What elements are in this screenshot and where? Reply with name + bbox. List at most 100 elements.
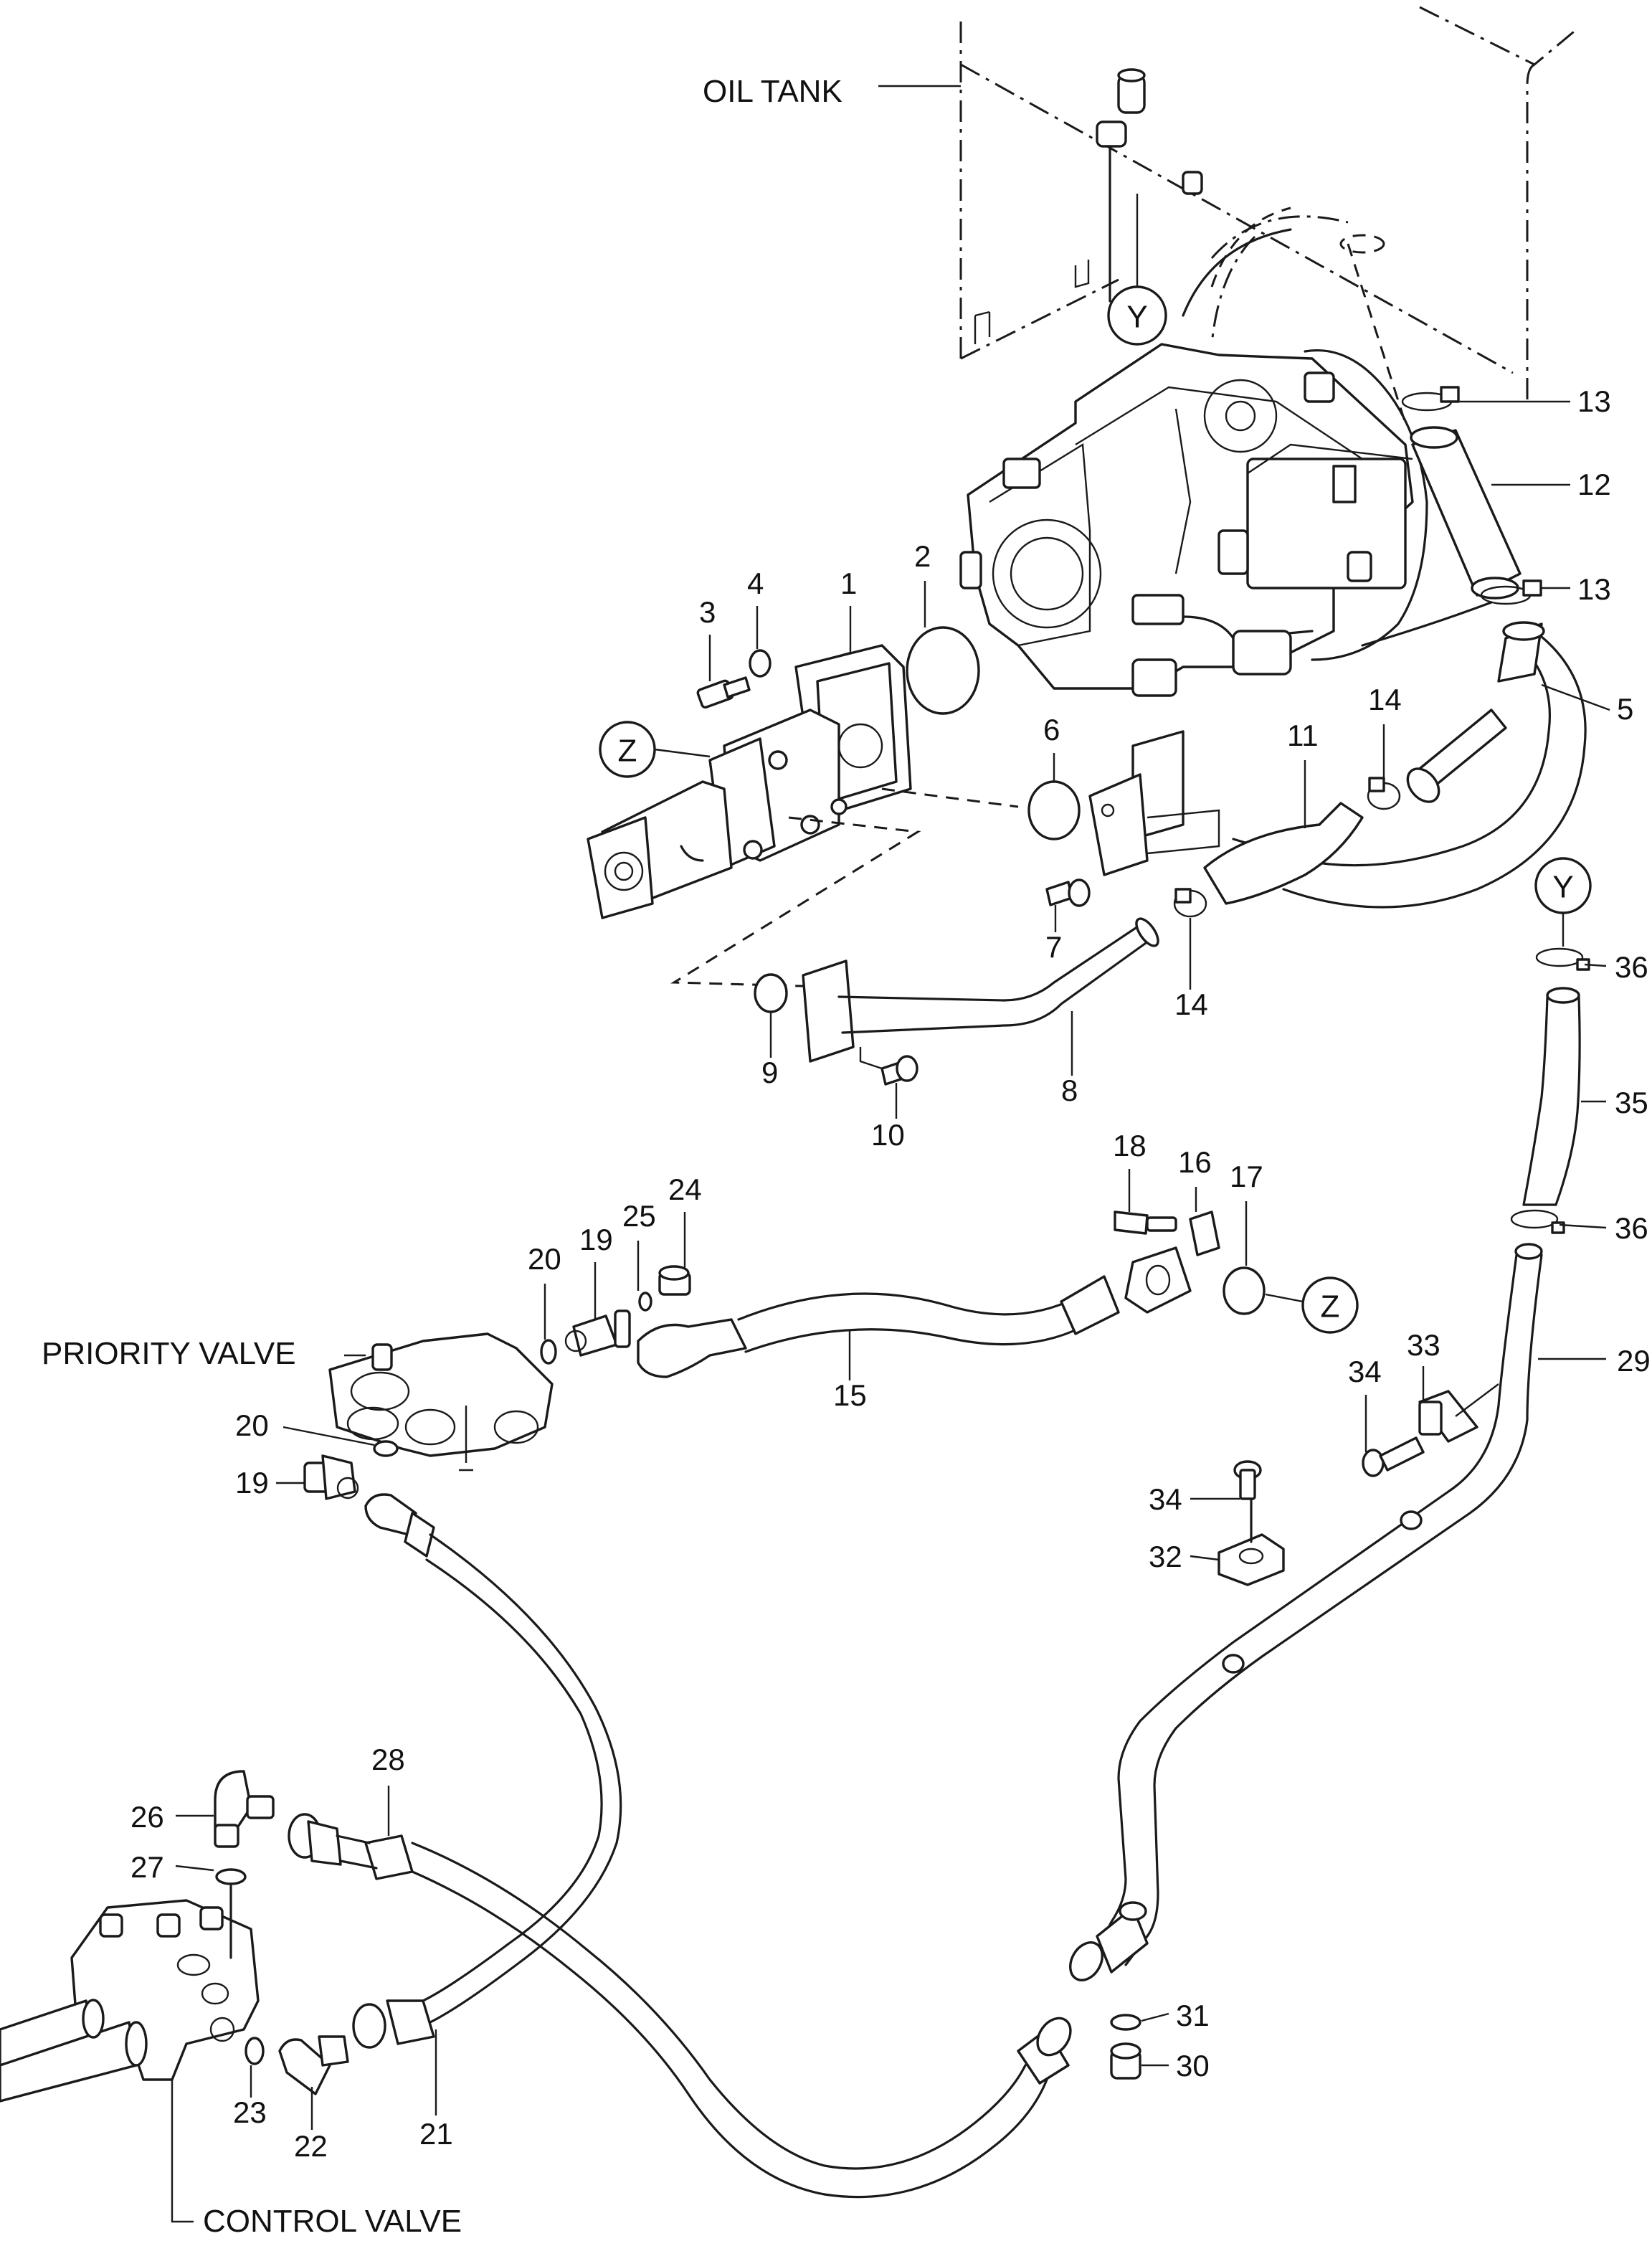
hose-35	[1522, 987, 1581, 1206]
ref-marker-z-right: Z	[1265, 1276, 1359, 1334]
part-number-3: 3	[699, 595, 716, 629]
part-number-31: 31	[1176, 1999, 1210, 2032]
part-number-28: 28	[371, 1743, 405, 1776]
part-number-13-upper: 13	[1577, 384, 1611, 418]
part-number-5: 5	[1617, 692, 1633, 726]
part-number-13-lower: 13	[1577, 572, 1611, 606]
return-pipe-29	[1069, 1243, 1543, 1981]
o-ring-6	[1027, 780, 1081, 840]
part-number-33: 33	[1407, 1328, 1440, 1362]
ref-marker-z-left: Z	[599, 721, 711, 778]
o-ring-31	[1110, 2014, 1141, 2031]
part-number-14-upper: 14	[1368, 683, 1402, 716]
hose-clamp-13-upper	[1401, 386, 1460, 412]
part-number-26: 26	[130, 1800, 164, 1834]
ref-marker-y-right-label: Y	[1552, 870, 1573, 905]
part-number-21: 21	[419, 2117, 453, 2151]
part-callouts: 1 2 3 4 5 6 7 8 9 10 11 12 13 13 14 14 1	[130, 384, 1651, 2163]
part-number-34-upper: 34	[1149, 1482, 1182, 1516]
part-number-11: 11	[1287, 719, 1319, 752]
o-ring-17	[1223, 1266, 1266, 1315]
o-ring-20-upper	[540, 1339, 557, 1365]
caption-oil-tank: OIL TANK	[703, 74, 961, 109]
ref-marker-y-top: Y	[1107, 194, 1167, 346]
part-number-25: 25	[622, 1199, 656, 1233]
main-pump-housing	[959, 207, 1493, 697]
pipe-clamp-32	[1217, 1490, 1285, 1586]
o-ring-25	[638, 1292, 652, 1312]
washer-4	[749, 649, 772, 678]
part-number-6: 6	[1043, 713, 1060, 747]
o-ring-9	[754, 973, 788, 1013]
part-number-8: 8	[1061, 1074, 1078, 1107]
part-number-35: 35	[1615, 1086, 1648, 1119]
part-number-34-lower: 34	[1348, 1355, 1382, 1388]
hose-clamp-13-lower	[1480, 579, 1542, 605]
suction-flange-bracket	[1088, 730, 1220, 876]
plug-24	[658, 1265, 691, 1296]
bolt-3	[696, 676, 751, 709]
part-number-17: 17	[1230, 1160, 1263, 1193]
o-ring-23	[245, 2037, 265, 2065]
suction-pipe-8	[802, 917, 1159, 1070]
part-number-16: 16	[1178, 1145, 1212, 1179]
ref-marker-z-left-label: Z	[618, 734, 637, 769]
part-number-14-lower: 14	[1174, 987, 1208, 1021]
part-number-20-lower: 20	[235, 1408, 269, 1442]
part-number-36-upper: 36	[1615, 950, 1648, 984]
gear-pump-assembly	[587, 644, 1019, 987]
hose-clamp-36-lower	[1510, 1209, 1565, 1234]
elbow-fitting-26	[214, 1770, 275, 1848]
part-number-18: 18	[1113, 1129, 1147, 1162]
elbow-fitting-19-upper	[564, 1309, 631, 1357]
hose-clamp-36-upper	[1535, 947, 1590, 971]
caption-control-valve: CONTROL VALVE	[171, 2080, 462, 2239]
pipe-clamp-33	[1418, 1390, 1478, 1443]
hose-clamp-14-upper	[1367, 777, 1401, 810]
ref-marker-y-right: Y	[1534, 857, 1592, 947]
part-number-20-upper: 20	[528, 1242, 561, 1276]
oil-tank-outline	[959, 6, 1578, 402]
bolt-7	[1045, 878, 1091, 907]
o-ring-20-lower	[373, 1440, 399, 1457]
ref-marker-y-top-label: Y	[1126, 300, 1147, 335]
part-number-1: 1	[840, 567, 857, 600]
control-valve-label: CONTROL VALVE	[203, 2204, 462, 2239]
part-number-29: 29	[1617, 1344, 1651, 1378]
part-number-4: 4	[747, 567, 764, 600]
caption-priority-valve: PRIORITY VALVE	[42, 1336, 366, 1371]
part-number-23: 23	[233, 2095, 267, 2129]
part-number-15: 15	[833, 1378, 867, 1412]
bolt-34-lower	[1362, 1436, 1425, 1477]
priority-valve	[328, 1332, 554, 1472]
part-number-24: 24	[668, 1172, 702, 1206]
bolt-34-upper	[1233, 1460, 1262, 1500]
elbow-fitting-22	[278, 2035, 349, 2095]
part-number-19-upper: 19	[579, 1223, 613, 1256]
part-number-27: 27	[130, 1850, 164, 1884]
hose-28	[288, 1813, 1072, 2199]
o-ring-27	[215, 1868, 247, 1885]
hose-21	[352, 1493, 622, 2049]
part-number-30: 30	[1176, 2049, 1210, 2083]
part-number-7: 7	[1045, 930, 1062, 964]
priority-valve-label: PRIORITY VALVE	[42, 1336, 296, 1371]
part-number-2: 2	[914, 539, 931, 573]
part-number-32: 32	[1149, 1540, 1182, 1573]
part-number-12: 12	[1577, 468, 1611, 501]
hose-11	[1203, 709, 1507, 905]
return-pipe-5	[1232, 621, 1587, 909]
bolt-10	[880, 1055, 918, 1086]
oil-tank-label: OIL TANK	[703, 74, 842, 109]
pressure-hose-15	[637, 1275, 1120, 1378]
split-flange-16	[1124, 1210, 1220, 1314]
plug-30	[1110, 2042, 1141, 2080]
part-number-22: 22	[294, 2129, 328, 2163]
bolt-18	[1114, 1210, 1177, 1235]
control-valve	[0, 1885, 260, 2103]
part-number-36-lower: 36	[1615, 1211, 1648, 1245]
ref-marker-z-right-label: Z	[1321, 1289, 1340, 1325]
hose-clamp-14-lower	[1173, 888, 1207, 918]
part-number-19-lower: 19	[235, 1466, 269, 1499]
